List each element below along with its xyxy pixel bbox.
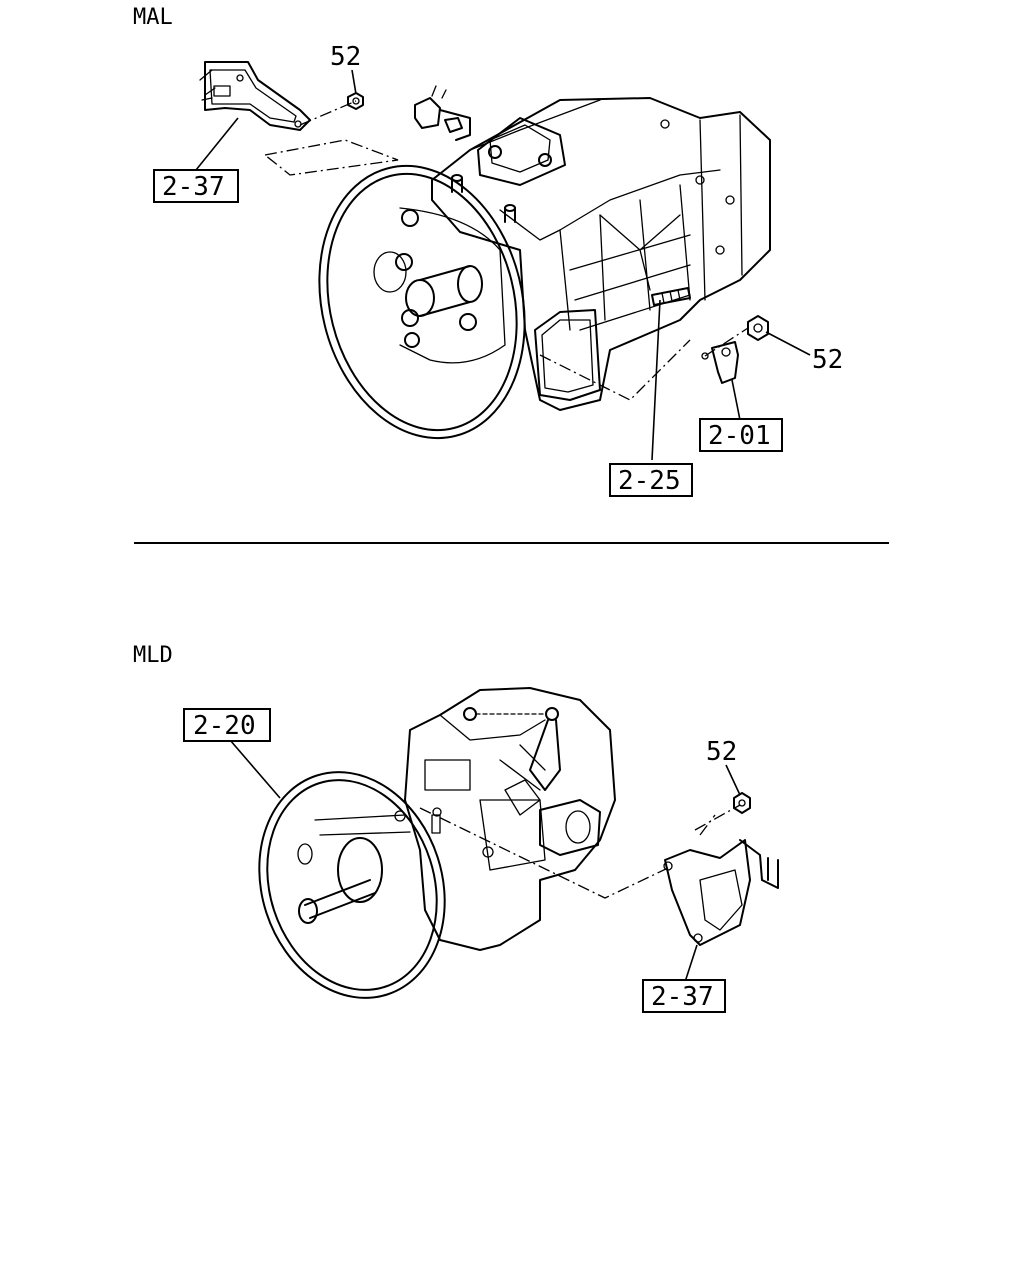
clutch-housing — [258, 771, 446, 999]
nut-52-right — [747, 315, 769, 341]
callout-52-right: 52 — [812, 345, 843, 375]
callout-2-37: 2-37 — [162, 172, 225, 202]
flywheel-housing — [318, 164, 526, 440]
top-switch-bracket — [414, 85, 471, 141]
callout-box-2-37 — [153, 169, 239, 203]
callout-52: 52 — [706, 737, 737, 767]
transmission-body — [404, 687, 616, 951]
mounting-bracket — [663, 839, 779, 946]
section-title-mal: MAL — [133, 5, 173, 30]
callout-2-37-mld: 2-37 — [651, 982, 714, 1012]
callout-box-2-20 — [183, 708, 271, 742]
callout-box-2-37-mld — [642, 979, 726, 1013]
clip-2-01 — [701, 341, 739, 384]
callout-52-top: 52 — [330, 42, 361, 72]
section-mal: MAL — [133, 5, 843, 497]
callout-2-01: 2-01 — [708, 421, 771, 451]
callout-2-25: 2-25 — [618, 466, 681, 496]
callout-box-2-01 — [699, 418, 783, 452]
transmission-case — [431, 97, 771, 411]
section-mld: MLD — [133, 643, 779, 1013]
callout-2-20: 2-20 — [193, 711, 256, 741]
nut-52 — [733, 792, 751, 814]
callout-box-2-25 — [609, 463, 693, 497]
engine-mount-bracket — [199, 61, 311, 131]
stud-2-25 — [651, 287, 691, 306]
section-title-mld: MLD — [133, 643, 173, 668]
